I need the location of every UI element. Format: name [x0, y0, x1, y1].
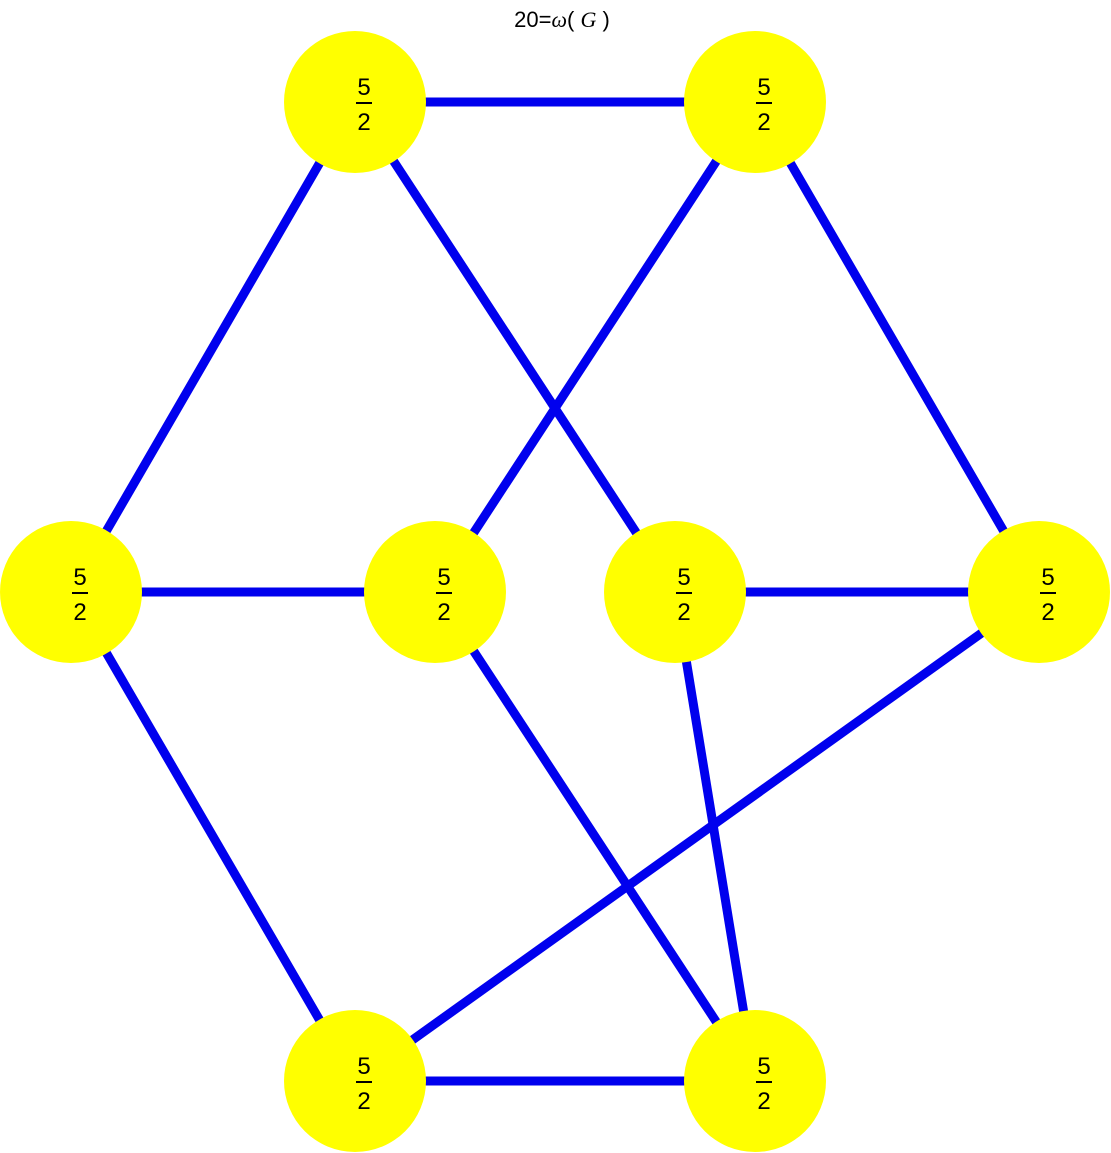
node-numerator: 5 — [757, 74, 770, 101]
node-numerator: 5 — [357, 74, 370, 101]
node-numerator: 5 — [357, 1053, 370, 1080]
node-denominator: 2 — [357, 109, 370, 136]
node-circle — [364, 521, 506, 663]
node-numerator: 5 — [1041, 564, 1054, 591]
edges-layer — [67, 97, 1043, 1086]
edge-n2-n4 — [431, 99, 759, 595]
node-n8: 52 — [684, 1010, 826, 1152]
node-circle — [284, 31, 426, 173]
node-denominator: 2 — [437, 599, 450, 626]
node-circle — [0, 521, 142, 663]
node-circle — [604, 521, 746, 663]
title-g: G — [580, 7, 596, 32]
edge-n1-n3 — [67, 99, 359, 595]
node-numerator: 5 — [73, 564, 86, 591]
node-denominator: 2 — [757, 109, 770, 136]
node-circle — [968, 521, 1110, 663]
edge-n1-n5 — [351, 99, 679, 595]
graph-title: 20=ω( G ) — [514, 7, 610, 32]
node-n6: 52 — [968, 521, 1110, 663]
node-circle — [284, 1010, 426, 1152]
edge-n3-n7 — [67, 589, 359, 1084]
title-open: ( — [567, 7, 580, 32]
node-denominator: 2 — [757, 1088, 770, 1115]
node-denominator: 2 — [73, 599, 86, 626]
node-n2: 52 — [684, 31, 826, 173]
node-denominator: 2 — [357, 1088, 370, 1115]
node-denominator: 2 — [1041, 599, 1054, 626]
node-numerator: 5 — [757, 1053, 770, 1080]
node-circle — [684, 1010, 826, 1152]
node-n3: 52 — [0, 521, 142, 663]
node-numerator: 5 — [437, 564, 450, 591]
node-numerator: 5 — [677, 564, 690, 591]
node-n5: 52 — [604, 521, 746, 663]
edge-n5-n8 — [670, 591, 760, 1082]
edge-n4-n8 — [431, 589, 759, 1084]
node-n7: 52 — [284, 1010, 426, 1152]
node-denominator: 2 — [677, 599, 690, 626]
node-n1: 52 — [284, 31, 426, 173]
title-omega: ω — [551, 7, 567, 32]
edge-n6-n7 — [352, 588, 1042, 1085]
title-prefix: 20= — [514, 7, 551, 32]
edge-n2-n6 — [751, 99, 1043, 595]
node-circle — [684, 31, 826, 173]
title-close: ) — [596, 7, 609, 32]
node-n4: 52 — [364, 521, 506, 663]
